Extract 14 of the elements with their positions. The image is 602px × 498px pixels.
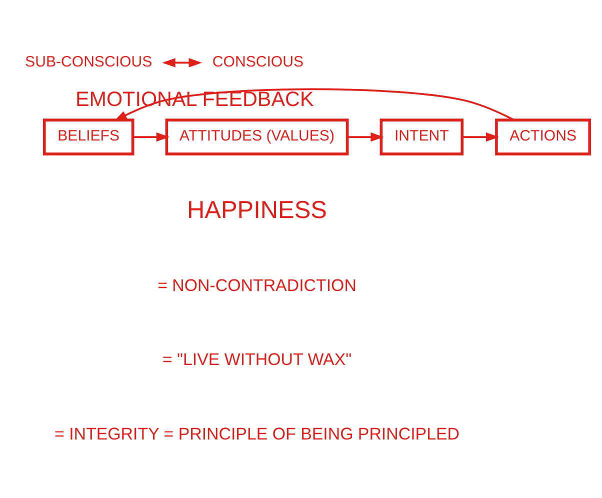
arrow [162,58,202,68]
node-box: BELIEFS [42,118,134,156]
label: = INTEGRITY = PRINCIPLE OF BEING PRINCIPLED [54,424,460,444]
label: HAPPINESS [187,196,328,224]
node-text: SUB-CONSCIOUS [25,53,152,70]
node-text: CONSCIOUS [212,53,304,70]
label: = "LIVE WITHOUT WAX" [162,350,352,370]
node-box: ATTITUDES (VALUES) [165,118,349,156]
arrow [347,132,384,142]
label: = NON-CONTRADICTION [158,276,356,295]
arrow [133,132,170,142]
node-box: ACTIONS [495,118,592,156]
node-box: INTENT [380,118,464,156]
arrow [462,132,500,142]
